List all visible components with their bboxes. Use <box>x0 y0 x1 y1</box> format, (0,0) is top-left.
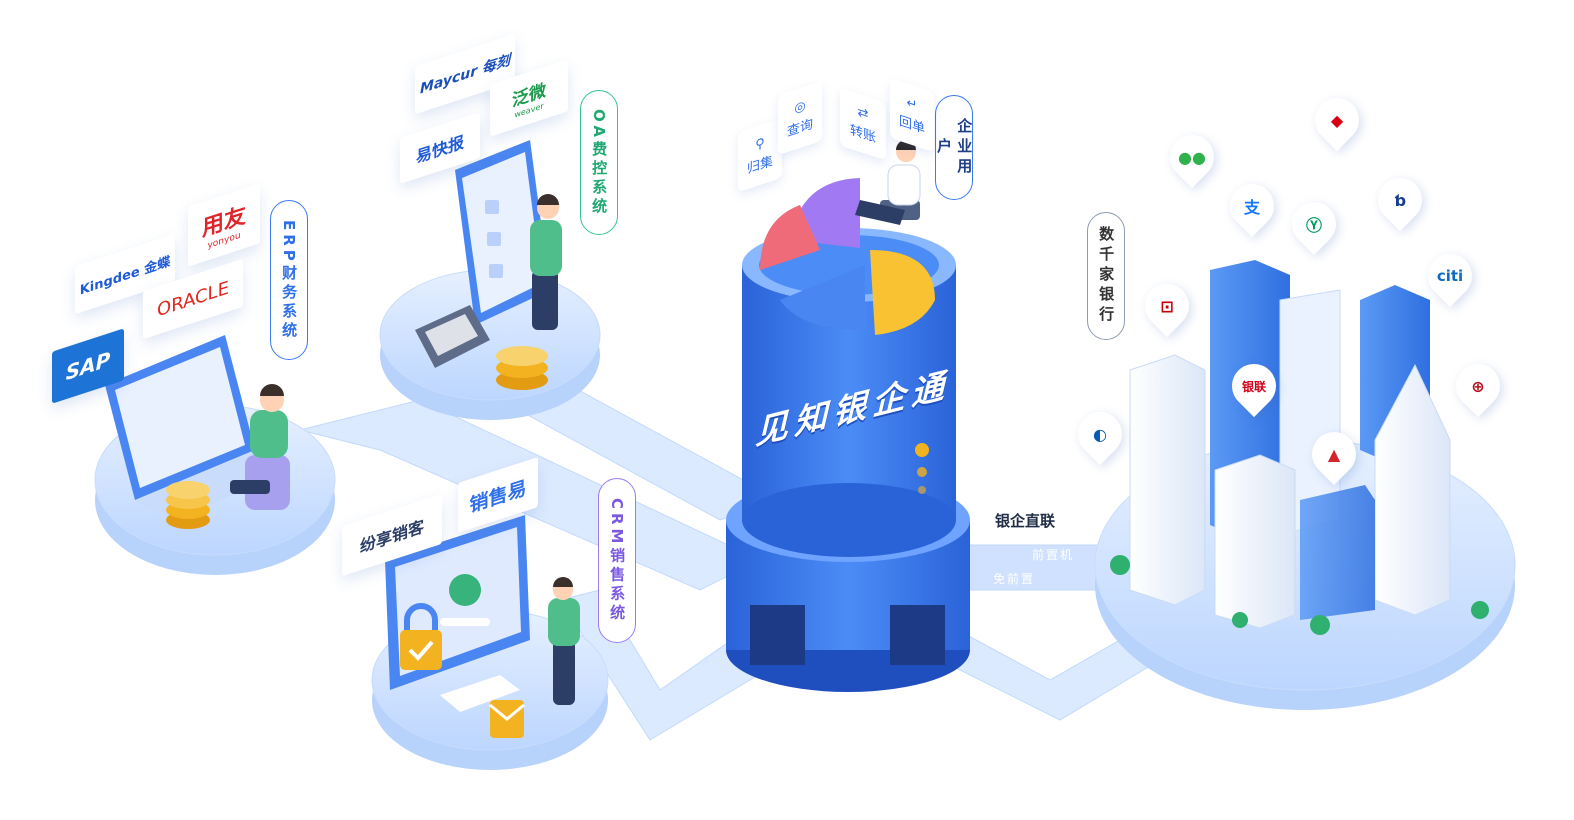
bocom-icon: ƅ <box>1394 190 1406 210</box>
ccb-icon: ◐ <box>1093 424 1107 444</box>
boc-icon: ⊕ <box>1471 376 1485 396</box>
erp-label-text: ERP财务系统 <box>280 219 299 341</box>
bank-count-label: 数千家银行 <box>1087 212 1125 340</box>
central-tower <box>726 228 970 692</box>
erp-person <box>230 384 290 510</box>
oa-person <box>530 194 562 330</box>
hsbc-pin: ◆ <box>1305 88 1369 154</box>
collect-icon: ⚲ <box>755 135 765 154</box>
abc-bank-icon: Ⓨ <box>1305 216 1322 235</box>
coin-stack <box>166 481 210 529</box>
abc-bank-pin: Ⓨ <box>1282 192 1346 258</box>
hsbc-icon: ◆ <box>1330 110 1344 130</box>
crm-system-label: CRM销售系统 <box>598 478 636 643</box>
no-front-machine-option: 免前置 <box>993 572 1036 586</box>
enterprise-user-person <box>855 140 921 225</box>
transfer-icon: ⇄ <box>857 104 869 123</box>
citi-pin: citi <box>1418 244 1482 310</box>
icbc-pin: ⊡ <box>1135 274 1199 340</box>
enterprise-user-label: 企业用户 <box>935 95 973 200</box>
search-icon: ◎ <box>794 98 806 117</box>
citi-icon: citi <box>1436 267 1464 285</box>
bank-count-text: 数千家银行 <box>1097 226 1116 326</box>
enterprise-user-text: 企业用户 <box>935 117 974 178</box>
oa-coins <box>496 346 548 390</box>
bocom-pin: ƅ <box>1368 168 1432 234</box>
pie-chart-model <box>760 178 935 335</box>
front-machine-option: 前置机 <box>1032 548 1075 562</box>
icbc-icon: ⊡ <box>1160 296 1174 316</box>
wechat-pay-icon: ●● <box>1178 147 1206 167</box>
crm-person <box>548 577 580 705</box>
ccb-pin: ◐ <box>1068 402 1132 468</box>
receipt-icon: ↵ <box>906 95 918 114</box>
crm-label-text: CRM销售系统 <box>608 497 627 624</box>
unionpay-icon: 银联 <box>1241 379 1266 394</box>
erp-system-label: ERP财务系统 <box>270 200 308 360</box>
cmbc-pin: ▲ <box>1302 422 1366 488</box>
tablet-illustration <box>415 140 550 368</box>
padlock <box>400 603 442 670</box>
envelope <box>489 700 525 738</box>
alipay-pin: 支 <box>1220 174 1284 240</box>
boc-pin: ⊕ <box>1446 354 1510 420</box>
oa-label-text: OA费控系统 <box>590 108 609 217</box>
unionpay-pin: 银联 <box>1222 354 1286 420</box>
alipay-icon: 支 <box>1243 198 1260 217</box>
wechat-pay-pin: ●● <box>1160 125 1224 191</box>
bank-direct-link-title: 银企直联 <box>995 512 1056 530</box>
oa-system-label: OA费控系统 <box>580 90 618 235</box>
cmbc-icon: ▲ <box>1327 444 1341 464</box>
